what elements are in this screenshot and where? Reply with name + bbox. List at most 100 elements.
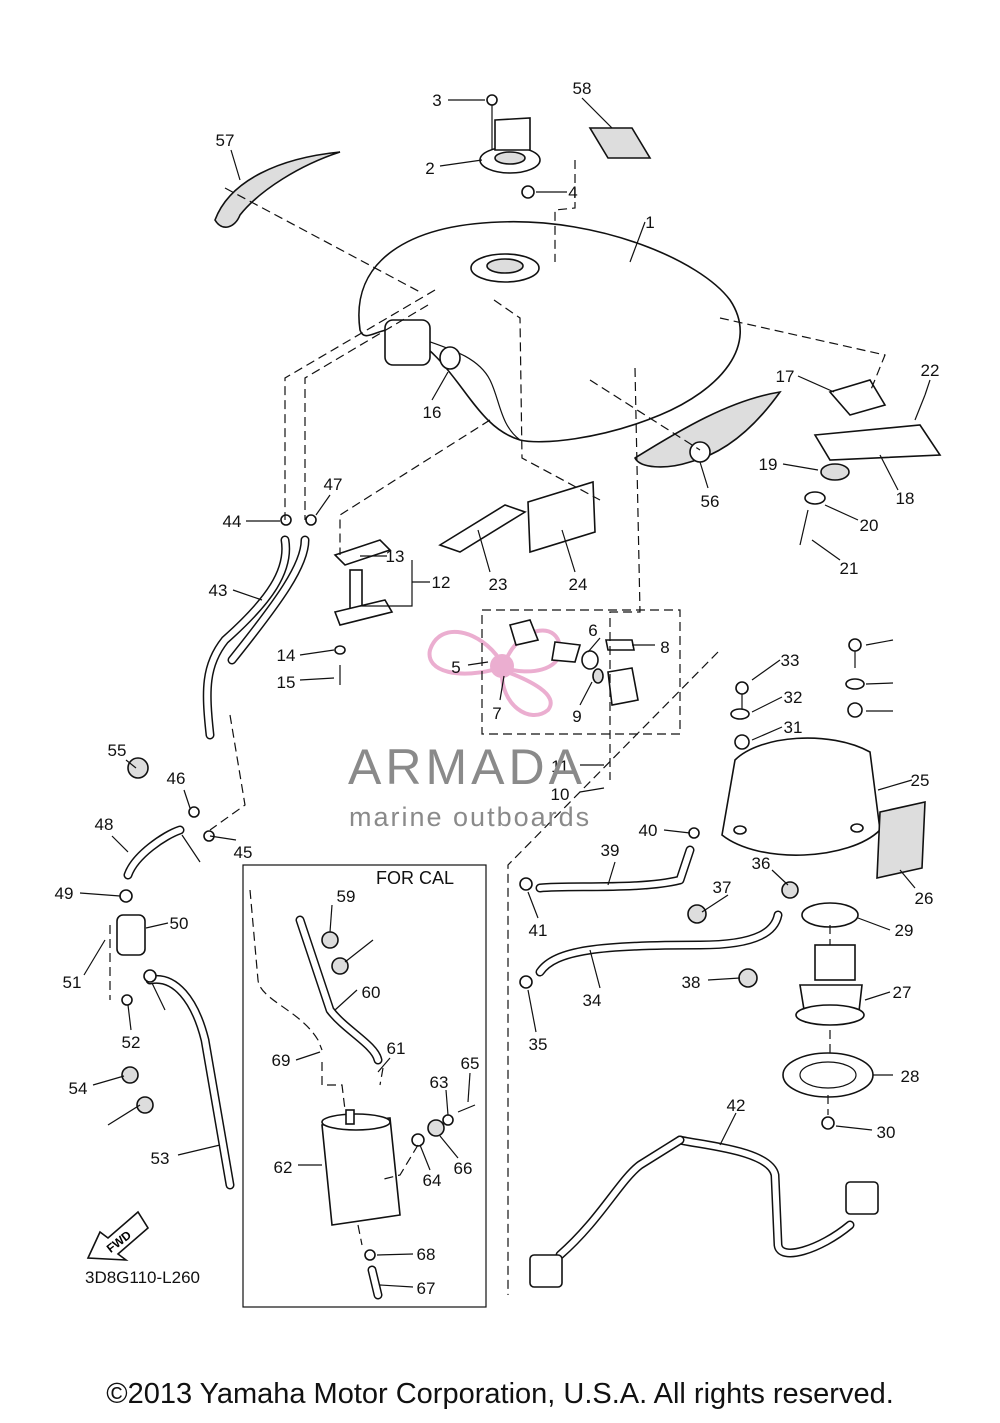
callout-7: 7 bbox=[492, 704, 501, 723]
assembly-leader-lines bbox=[109, 160, 886, 1295]
callout-31: 31 bbox=[784, 718, 803, 737]
callout-62: 62 bbox=[274, 1158, 293, 1177]
watermark-tagline: marine outboards bbox=[349, 802, 592, 832]
callout-41: 41 bbox=[529, 921, 548, 940]
pump-cover-sheet bbox=[876, 800, 926, 880]
fuel-pump-bracket bbox=[721, 737, 881, 856]
charcoal-canister bbox=[321, 1109, 401, 1226]
callout-6: 6 bbox=[588, 621, 597, 640]
callout-16: 16 bbox=[423, 403, 442, 422]
callout-36: 36 bbox=[752, 854, 771, 873]
callout-8: 8 bbox=[660, 638, 669, 657]
callout-66: 66 bbox=[454, 1159, 473, 1178]
fuel-cock bbox=[508, 619, 639, 706]
callout-20: 20 bbox=[860, 516, 879, 535]
callout-48: 48 bbox=[95, 815, 114, 834]
fuel-pump-o-ring bbox=[801, 902, 859, 928]
callout-22: 22 bbox=[921, 361, 940, 380]
callout-67: 67 bbox=[417, 1279, 436, 1298]
callout-18: 18 bbox=[896, 489, 915, 508]
fwd-arrow-icon bbox=[86, 1210, 150, 1261]
tank-grommet bbox=[384, 319, 461, 370]
callout-50: 50 bbox=[170, 914, 189, 933]
rollover-valve bbox=[116, 914, 146, 956]
callout-65: 65 bbox=[461, 1054, 480, 1073]
callout-21: 21 bbox=[840, 559, 859, 578]
fuel-filler-cap bbox=[479, 94, 541, 199]
callout-64: 64 bbox=[423, 1171, 442, 1190]
callout-19: 19 bbox=[759, 455, 778, 474]
callout-44: 44 bbox=[223, 512, 242, 531]
drawing-code: 3D8G110-L260 bbox=[85, 1268, 200, 1287]
fuel-pump bbox=[795, 944, 865, 1026]
tank-emblem-left bbox=[214, 151, 341, 228]
callout-54: 54 bbox=[69, 1079, 88, 1098]
callout-53: 53 bbox=[151, 1149, 170, 1168]
callout-39: 39 bbox=[601, 841, 620, 860]
callout-35: 35 bbox=[529, 1035, 548, 1054]
callout-4: 4 bbox=[568, 183, 577, 202]
callout-leaders bbox=[79, 97, 931, 1288]
callout-69: 69 bbox=[272, 1051, 291, 1070]
callout-25: 25 bbox=[911, 771, 930, 790]
callout-43: 43 bbox=[209, 581, 228, 600]
callout-24: 24 bbox=[569, 575, 588, 594]
callout-13: 13 bbox=[386, 547, 405, 566]
callout-45: 45 bbox=[234, 843, 253, 862]
callout-26: 26 bbox=[915, 889, 934, 908]
callout-46: 46 bbox=[167, 769, 186, 788]
callout-1: 1 bbox=[645, 213, 654, 232]
fuel-cock-assembly-box bbox=[481, 609, 681, 735]
fuel-sender-unit bbox=[333, 539, 394, 685]
callout-61: 61 bbox=[387, 1039, 406, 1058]
callout-42: 42 bbox=[727, 1096, 746, 1115]
pump-gasket-plate bbox=[782, 1052, 874, 1098]
callout-37: 37 bbox=[713, 878, 732, 897]
callout-68: 68 bbox=[417, 1245, 436, 1264]
for-cal-label: FOR CAL bbox=[376, 868, 455, 888]
callout-23: 23 bbox=[489, 575, 508, 594]
callout-60: 60 bbox=[362, 983, 381, 1002]
callout-11: 11 bbox=[551, 757, 569, 776]
callout-51: 51 bbox=[63, 973, 82, 992]
callout-55: 55 bbox=[108, 741, 127, 760]
callout-2: 2 bbox=[425, 159, 434, 178]
callout-52: 52 bbox=[122, 1033, 141, 1052]
callout-10: 10 bbox=[551, 785, 570, 804]
tank-damper-pad bbox=[438, 504, 527, 553]
copyright-notice: ©2013 Yamaha Motor Corporation, U.S.A. A… bbox=[106, 1378, 894, 1410]
callout-47: 47 bbox=[324, 475, 343, 494]
callout-9: 9 bbox=[572, 707, 581, 726]
callout-30: 30 bbox=[877, 1123, 896, 1142]
callout-32: 32 bbox=[784, 688, 803, 707]
tank-cover-plate bbox=[527, 480, 596, 554]
callout-34: 34 bbox=[583, 991, 602, 1010]
watermark-propeller-icon bbox=[427, 628, 563, 717]
pump-bracket-bolts bbox=[730, 638, 865, 750]
callout-17: 17 bbox=[776, 367, 795, 386]
callout-15: 15 bbox=[277, 673, 296, 692]
fuel-hose-connector-rear bbox=[845, 1181, 879, 1215]
for-cal-box bbox=[242, 864, 487, 1308]
callout-56: 56 bbox=[701, 492, 720, 511]
watermark-name: ARMADA bbox=[348, 739, 586, 795]
callout-3: 3 bbox=[432, 91, 441, 110]
callout-59: 59 bbox=[337, 887, 356, 906]
callout-14: 14 bbox=[277, 646, 296, 665]
callout-49: 49 bbox=[55, 884, 74, 903]
callout-12: 12 bbox=[432, 573, 451, 592]
callout-40: 40 bbox=[639, 821, 658, 840]
tank-rear-bracket bbox=[799, 379, 942, 546]
callout-28: 28 bbox=[901, 1067, 920, 1086]
callout-38: 38 bbox=[682, 973, 701, 992]
callout-27: 27 bbox=[893, 983, 912, 1002]
fuel-hose-connector-front bbox=[529, 1254, 563, 1288]
callout-33: 33 bbox=[781, 651, 800, 670]
callout-29: 29 bbox=[895, 921, 914, 940]
caution-label bbox=[588, 127, 652, 159]
callout-57: 57 bbox=[216, 131, 235, 150]
callout-5: 5 bbox=[451, 658, 460, 677]
callout-63: 63 bbox=[430, 1073, 449, 1092]
